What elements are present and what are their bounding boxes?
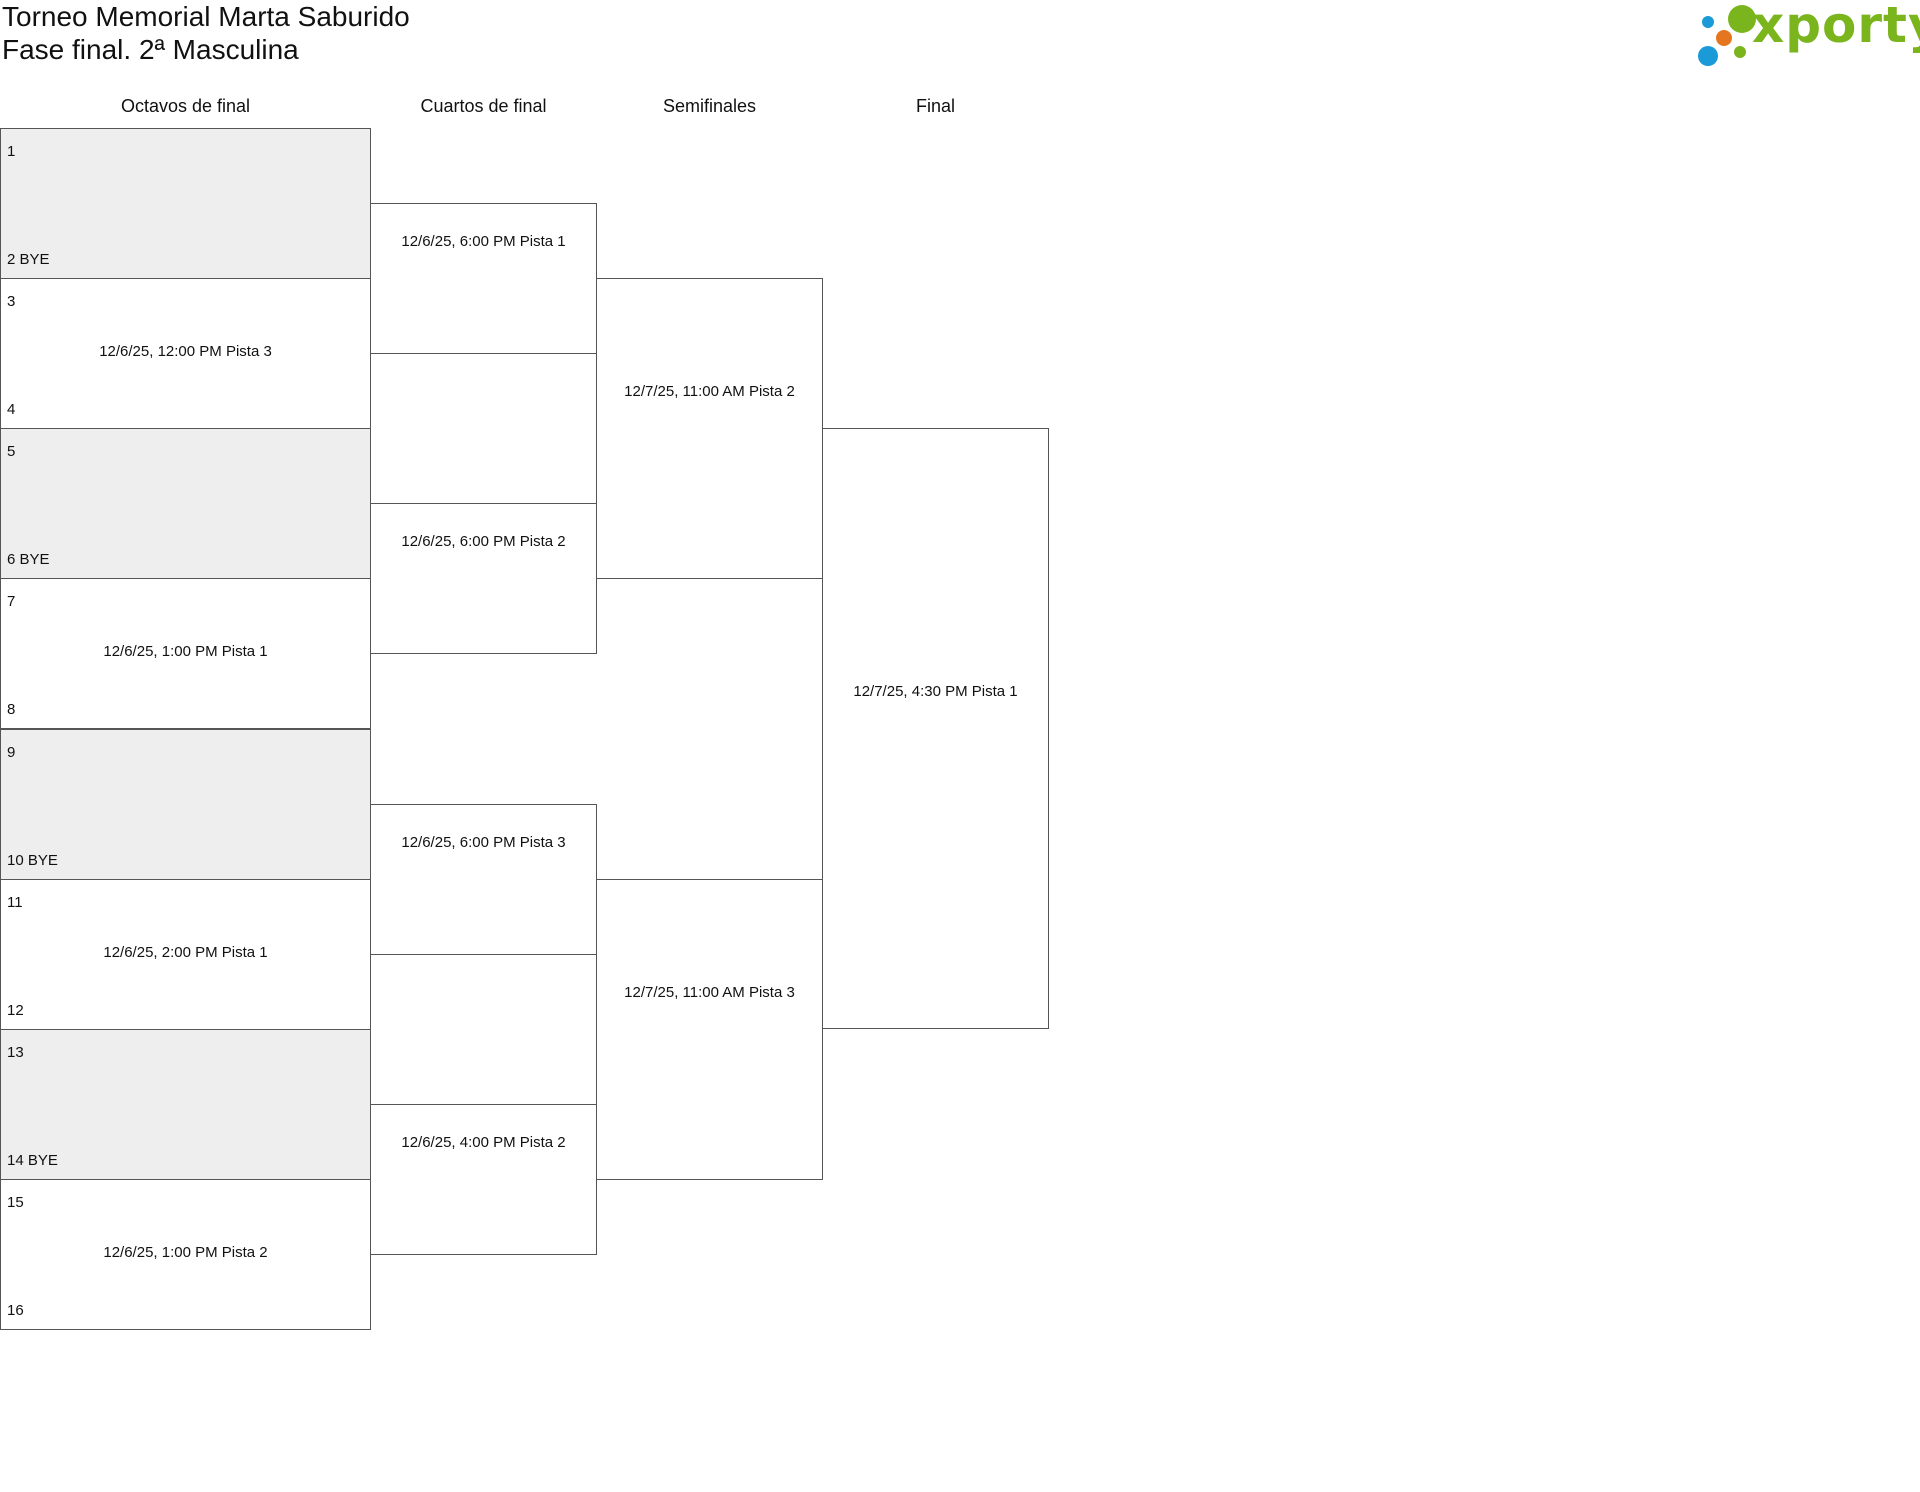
match-schedule: 12/6/25, 6:00 PM Pista 2 — [401, 533, 566, 550]
r16-match-7[interactable]: 13 14 BYE — [0, 1029, 371, 1180]
sf-match-1[interactable]: 12/7/25, 11:00 AM Pista 2 — [596, 278, 823, 579]
match-schedule: 12/6/25, 2:00 PM Pista 1 — [103, 944, 268, 961]
seed-bottom: 8 — [7, 701, 16, 718]
tournament-subtitle: Fase final. 2ª Masculina — [2, 34, 299, 65]
r16-match-3[interactable]: 5 6 BYE — [0, 428, 371, 579]
match-schedule: 12/7/25, 11:00 AM Pista 3 — [624, 984, 795, 1001]
seed-bottom: 10 BYE — [7, 852, 58, 869]
seed-bottom: 14 BYE — [7, 1152, 58, 1169]
r16-match-1[interactable]: 1 2 BYE — [0, 128, 371, 279]
logo-dot-orange — [1716, 30, 1732, 46]
round-header-qf: Cuartos de final — [420, 96, 547, 116]
match-schedule: 12/6/25, 1:00 PM Pista 1 — [103, 643, 268, 660]
seed-bottom: 16 — [7, 1302, 24, 1319]
seed-top: 3 — [7, 293, 16, 310]
xporty-logo: xporty — [1690, 0, 1920, 68]
seed-top: 13 — [7, 1044, 24, 1061]
sf-match-2[interactable]: 12/7/25, 11:00 AM Pista 3 — [596, 879, 823, 1180]
seed-top: 7 — [7, 593, 16, 610]
tournament-title: Torneo Memorial Marta Saburido — [2, 1, 410, 32]
logo-wordmark: xporty — [1752, 0, 1920, 54]
round-header-final: Final — [915, 96, 955, 116]
match-schedule: 12/7/25, 4:30 PM Pista 1 — [853, 683, 1018, 700]
logo-dot-blue-small — [1702, 16, 1714, 28]
r16-match-5[interactable]: 9 10 BYE — [0, 729, 371, 880]
seed-bottom: 4 — [7, 401, 16, 418]
seed-bottom: 2 BYE — [7, 251, 50, 268]
qf-match-3[interactable]: 12/6/25, 6:00 PM Pista 3 — [370, 804, 597, 955]
r16-match-6[interactable]: 11 12/6/25, 2:00 PM Pista 1 12 — [0, 879, 371, 1030]
match-schedule: 12/6/25, 1:00 PM Pista 2 — [103, 1244, 268, 1261]
logo-dot-green — [1728, 5, 1756, 33]
match-schedule: 12/7/25, 11:00 AM Pista 2 — [624, 383, 795, 400]
seed-top: 1 — [7, 143, 16, 160]
match-schedule: 12/6/25, 6:00 PM Pista 1 — [401, 233, 566, 250]
qf-match-2[interactable]: 12/6/25, 6:00 PM Pista 2 — [370, 503, 597, 654]
seed-top: 15 — [7, 1194, 24, 1211]
logo-dot-green-small — [1734, 46, 1746, 58]
match-schedule: 12/6/25, 4:00 PM Pista 2 — [401, 1134, 566, 1151]
logo-dot-blue-large — [1698, 46, 1718, 66]
seed-top: 9 — [7, 744, 16, 761]
seed-top: 11 — [7, 894, 23, 911]
round-header-r16: Octavos de final — [120, 96, 251, 116]
match-schedule: 12/6/25, 6:00 PM Pista 3 — [401, 834, 566, 851]
final-match[interactable]: 12/7/25, 4:30 PM Pista 1 — [822, 428, 1049, 1029]
r16-match-8[interactable]: 15 12/6/25, 1:00 PM Pista 2 16 — [0, 1179, 371, 1330]
seed-bottom: 12 — [7, 1002, 24, 1019]
r16-match-2[interactable]: 3 12/6/25, 12:00 PM Pista 3 4 — [0, 278, 371, 429]
qf-match-1[interactable]: 12/6/25, 6:00 PM Pista 1 — [370, 203, 597, 354]
qf-match-4[interactable]: 12/6/25, 4:00 PM Pista 2 — [370, 1104, 597, 1255]
round-header-sf: Semifinales — [662, 96, 757, 116]
seed-bottom: 6 BYE — [7, 551, 50, 568]
match-schedule: 12/6/25, 12:00 PM Pista 3 — [99, 343, 272, 360]
r16-match-4[interactable]: 7 12/6/25, 1:00 PM Pista 1 8 — [0, 578, 371, 729]
seed-top: 5 — [7, 443, 16, 460]
